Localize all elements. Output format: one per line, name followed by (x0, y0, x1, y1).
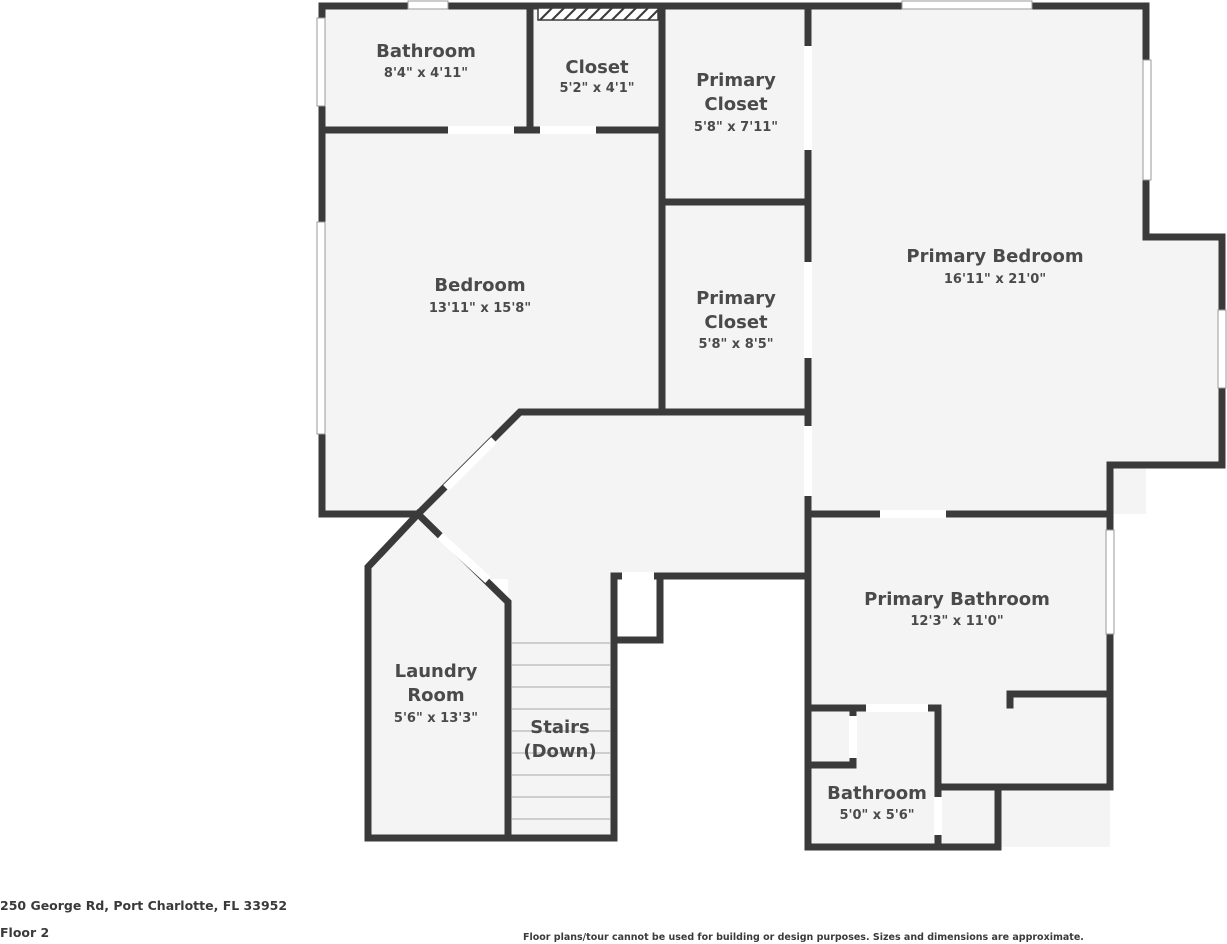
laundry-room-name-line2: Room (407, 685, 464, 706)
primary-closet-2-name-line1: Primary (696, 288, 776, 309)
floor-label: Floor 2 (0, 925, 50, 940)
laundry-room-dims: 5'6" x 13'3" (394, 711, 478, 726)
bathroom-bottom-name: Bathroom (827, 783, 927, 804)
staircase (512, 642, 610, 820)
closet-name: Closet (565, 57, 629, 78)
stairs-name-line2: (Down) (523, 741, 596, 762)
closet-dims: 5'2" x 4'1" (559, 81, 634, 96)
primary-closet-1-dims: 5'8" x 7'11" (694, 120, 778, 135)
room-fills (322, 6, 1222, 847)
property-address: 250 George Rd, Port Charlotte, FL 33952 (0, 898, 288, 913)
primary-bedroom-dims: 16'11" x 21'0" (944, 272, 1046, 287)
primary-closet-1-name-line2: Closet (704, 94, 768, 115)
primary-bathroom-name: Primary Bathroom (864, 589, 1050, 610)
primary-closet-2-name-line2: Closet (704, 312, 768, 333)
bathroom-bottom-dims: 5'0" x 5'6" (839, 808, 914, 823)
stairs-name-line1: Stairs (530, 717, 589, 738)
primary-bathroom-dims: 12'3" x 11'0" (910, 614, 1003, 629)
primary-closet-2-dims: 5'8" x 8'5" (698, 337, 773, 352)
laundry-room-name-line1: Laundry (395, 661, 478, 682)
door-openings (437, 46, 946, 835)
primary-bedroom-name: Primary Bedroom (906, 246, 1083, 267)
primary-closet-1-name-line1: Primary (696, 70, 776, 91)
bathroom-top-dims: 8'4" x 4'11" (384, 66, 468, 81)
room-labels: Bathroom 8'4" x 4'11" Closet 5'2" x 4'1"… (376, 41, 1083, 823)
bedroom-dims: 13'11" x 15'8" (429, 301, 531, 316)
windows (316, 0, 1227, 635)
bedroom-name: Bedroom (434, 275, 525, 296)
disclaimer-text: Floor plans/tour cannot be used for buil… (523, 932, 1084, 943)
bathroom-top-name: Bathroom (376, 41, 476, 62)
